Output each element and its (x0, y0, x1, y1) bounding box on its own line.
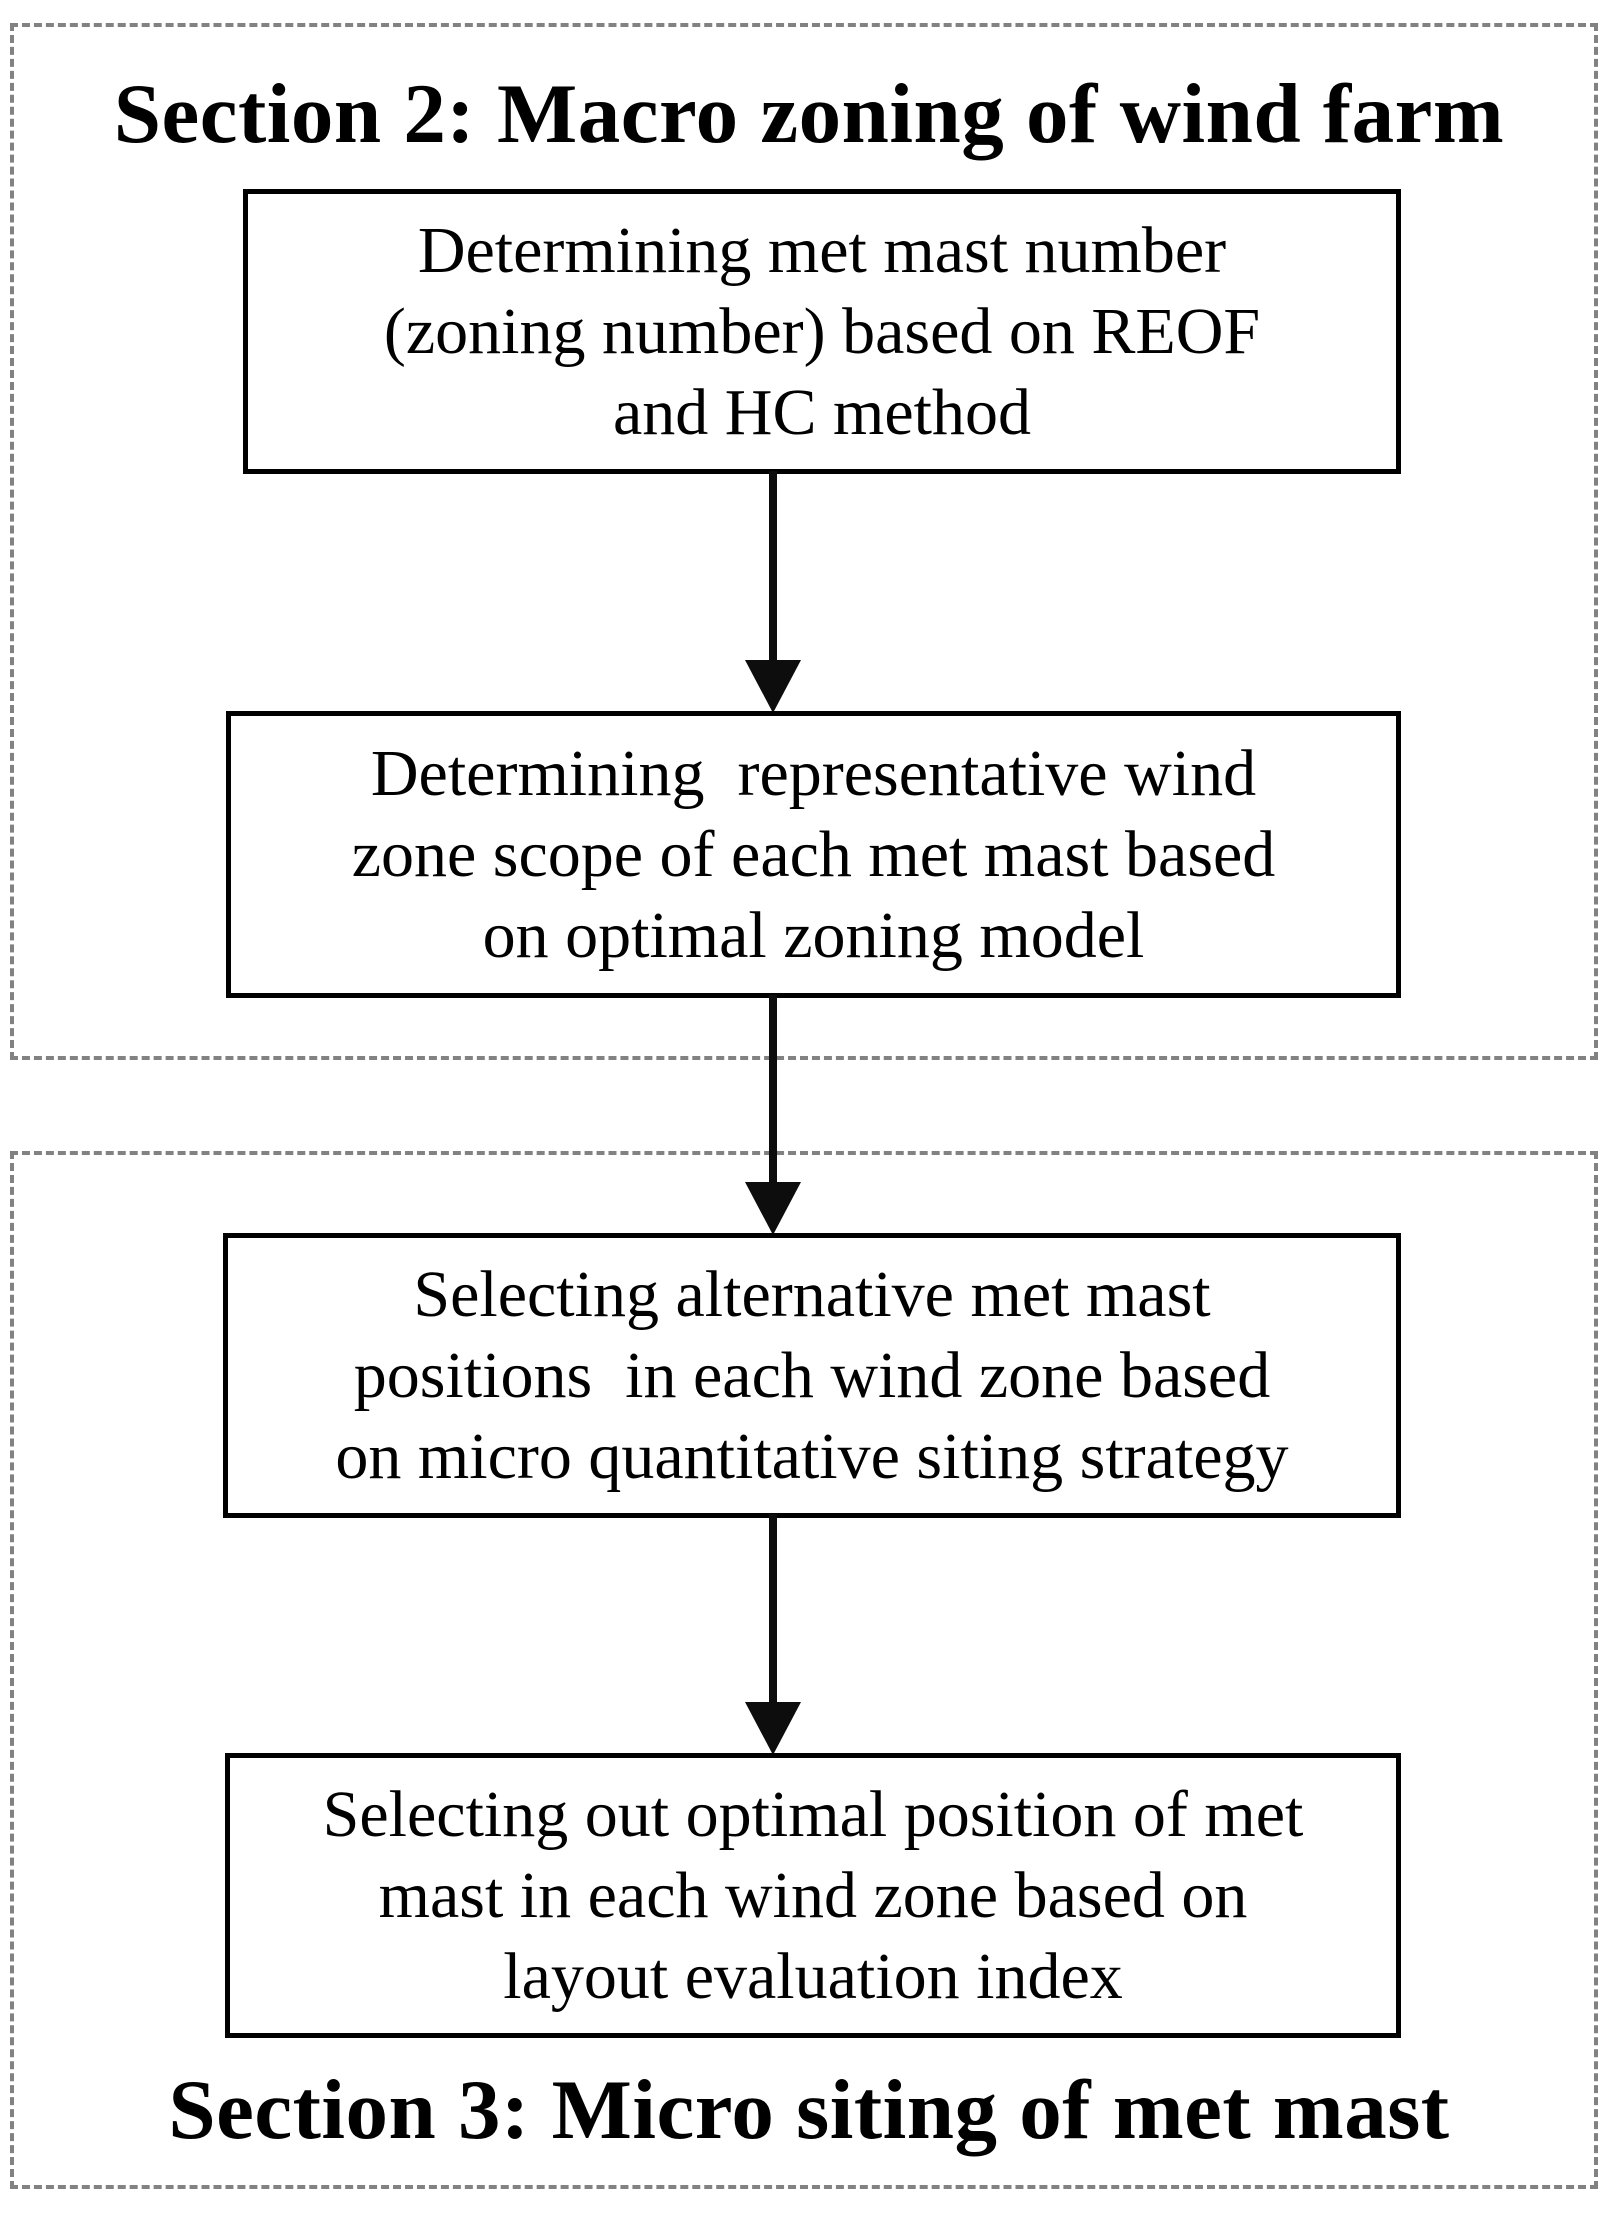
arrow-stem (769, 1514, 777, 1702)
flow-box-line: zone scope of each met mast based (351, 818, 1276, 891)
flow-box-line: Selecting out optimal position of met (322, 1778, 1304, 1851)
section-2-dashed-frame (10, 23, 1598, 1060)
flow-box-line: Selecting alternative met mast (413, 1258, 1211, 1331)
flow-box-line: layout evaluation index (503, 1940, 1123, 2013)
flow-box-determine-met-mast-number: Determining met mast number (zoning numb… (243, 189, 1401, 474)
flow-box-line: Determining representative wind (370, 737, 1257, 810)
flow-box-select-alternative-positions: Selecting alternative met mast positions… (223, 1233, 1401, 1518)
flow-box-determine-wind-zone-scope: Determining representative wind zone sco… (226, 711, 1401, 998)
flow-box-line: on optimal zoning model (482, 899, 1145, 972)
flow-box-line: positions in each wind zone based (353, 1339, 1271, 1412)
flow-arrow-2 (745, 995, 801, 1235)
flow-box-line: (zoning number) based on REOF (383, 295, 1261, 368)
arrow-stem (769, 471, 777, 660)
arrow-head-icon (745, 660, 801, 713)
section-2-title: Section 2: Macro zoning of wind farm (113, 67, 1505, 161)
flow-box-line: mast in each wind zone based on (378, 1859, 1248, 1932)
flow-arrow-3 (745, 1514, 801, 1755)
flow-box-line: on micro quantitative siting strategy (335, 1420, 1289, 1493)
flow-box-select-optimal-position: Selecting out optimal position of met ma… (225, 1753, 1401, 2038)
arrow-head-icon (745, 1702, 801, 1755)
arrow-head-icon (745, 1182, 801, 1235)
flow-arrow-1 (745, 471, 801, 713)
arrow-stem (769, 995, 777, 1182)
flow-box-line: Determining met mast number (417, 214, 1227, 287)
flow-box-line: and HC method (613, 376, 1031, 449)
section-3-dashed-frame (10, 1151, 1598, 2189)
section-3-title: Section 3: Micro siting of met mast (168, 2063, 1450, 2157)
